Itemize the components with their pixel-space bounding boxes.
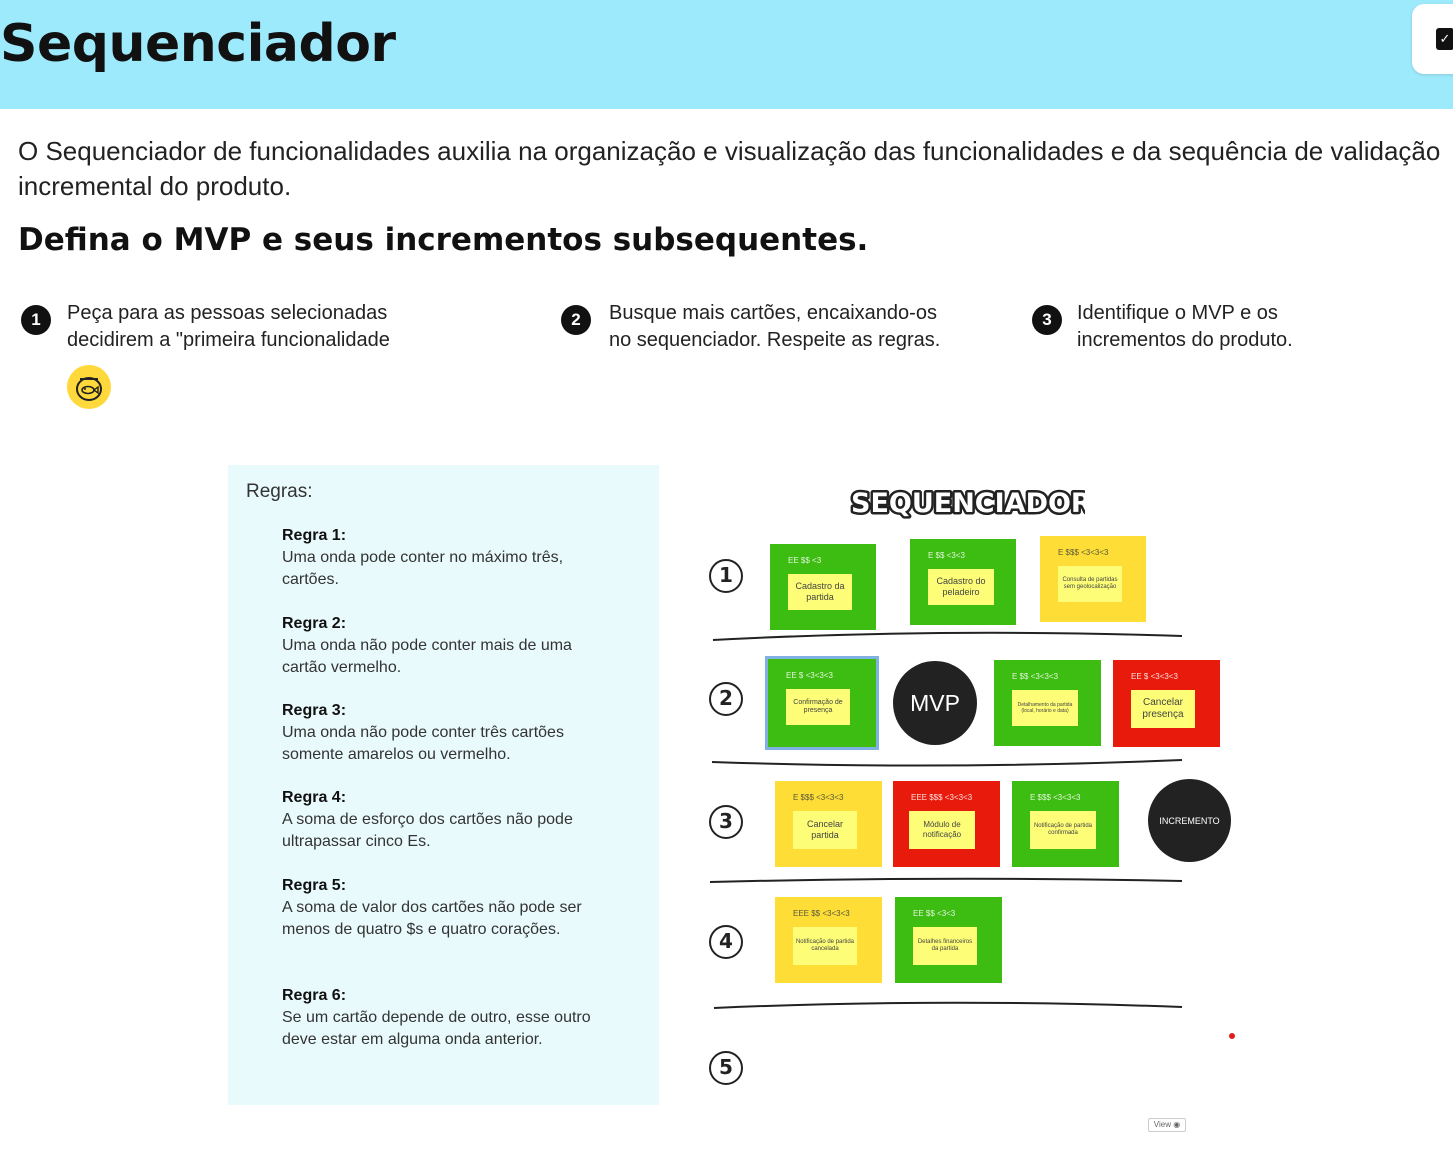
intro-text: O Sequenciador de funcionalidades auxili… bbox=[18, 136, 1441, 201]
view-label: View bbox=[1153, 1120, 1171, 1129]
card-label: Cadastro do peladeiro bbox=[928, 569, 994, 605]
rule-5: Regra 5: A soma de valor dos cartões não… bbox=[282, 875, 612, 941]
header-banner: Sequenciador ✓ bbox=[0, 0, 1453, 109]
view-button[interactable]: View ◉ bbox=[1148, 1118, 1186, 1132]
card-label: Módulo de notificação bbox=[909, 811, 975, 849]
rule-3-heading: Regra 3: bbox=[282, 702, 347, 719]
rule-2: Regra 2: Uma onda não pode conter mais d… bbox=[282, 613, 612, 679]
svg-text:SEQUENCIADOR: SEQUENCIADOR bbox=[851, 488, 1085, 519]
wave-5-number: 5 bbox=[709, 1051, 743, 1085]
rule-3-text: Uma onda não pode conter três cartões so… bbox=[282, 724, 564, 763]
feature-card[interactable]: EE $ <3<3<3 Cancelar presença bbox=[1113, 660, 1220, 747]
rule-2-text: Uma onda não pode conter mais de uma car… bbox=[282, 637, 572, 676]
board-title: SEQUENCIADOR SEQUENCIADOR bbox=[849, 486, 1086, 521]
feature-card[interactable]: EE $$ <3<3 Detalhes financeiros da parti… bbox=[895, 897, 1002, 983]
card-label: Detalhes financeiros da partida bbox=[913, 927, 977, 965]
wave-1-number: 1 bbox=[709, 559, 743, 593]
cursor-dot bbox=[1229, 1033, 1235, 1039]
card-label: Notificação de partida confirmada bbox=[1030, 811, 1096, 849]
eye-icon: ◉ bbox=[1173, 1120, 1181, 1129]
feature-card[interactable]: E $$ <3<3 Cadastro do peladeiro bbox=[910, 539, 1016, 625]
page-title: Sequenciador bbox=[0, 14, 396, 74]
step-1-text: Peça para as pessoas selecionadas decidi… bbox=[67, 302, 390, 351]
sequencer-board[interactable]: SEQUENCIADOR SEQUENCIADOR 1 2 3 4 5 EE $… bbox=[690, 470, 1250, 1150]
header-action-button[interactable]: ✓ bbox=[1412, 4, 1453, 74]
rule-3: Regra 3: Uma onda não pode conter três c… bbox=[282, 700, 612, 766]
card-label: Cancelar partida bbox=[793, 811, 857, 849]
rule-5-text: A soma de valor dos cartões não pode ser… bbox=[282, 899, 582, 938]
rule-4-heading: Regra 4: bbox=[282, 789, 347, 806]
rule-6: Regra 6: Se um cartão depende de outro, … bbox=[282, 985, 612, 1051]
wave-dividers bbox=[709, 631, 1183, 1009]
mvp-marker[interactable]: MVP bbox=[893, 661, 977, 745]
card-meta: EE $$ <3<3 bbox=[913, 909, 956, 918]
step-2-text: Busque mais cartões, encaixando-os no se… bbox=[609, 302, 941, 351]
card-meta: EEE $$ <3<3<3 bbox=[793, 909, 850, 918]
card-label: Cadastro da partida bbox=[788, 574, 852, 610]
feature-card[interactable]: E $$$ <3<3<3 Notificação de partida conf… bbox=[1012, 781, 1119, 867]
rules-panel: Regras: Regra 1: Uma onda pode conter no… bbox=[228, 465, 659, 1105]
wave-3-number: 3 bbox=[709, 805, 743, 839]
wave-4-number: 4 bbox=[709, 925, 743, 959]
card-meta: EEE $$$ <3<3<3 bbox=[911, 793, 973, 802]
card-label: Consulta de partidas sem geolocalização bbox=[1058, 566, 1122, 602]
step-1-number: 1 bbox=[21, 305, 51, 335]
feature-card[interactable]: EE $$ <3 Cadastro da partida bbox=[770, 544, 876, 630]
card-label: Notificação de partida cancelada bbox=[793, 927, 857, 965]
card-meta: EE $ <3<3<3 bbox=[1131, 672, 1178, 681]
rule-4: Regra 4: A soma de esforço dos cartões n… bbox=[282, 787, 612, 853]
wave-2-number: 2 bbox=[709, 682, 743, 716]
card-label: Confirmação de presença bbox=[786, 689, 850, 725]
card-meta: EE $$ <3 bbox=[788, 556, 822, 565]
svg-text:SEQUENCIADOR: SEQUENCIADOR bbox=[851, 488, 1085, 519]
step-2-number: 2 bbox=[561, 305, 591, 335]
rule-1-text: Uma onda pode conter no máximo três, car… bbox=[282, 549, 564, 588]
feature-card[interactable]: EE $ <3<3<3 Confirmação de presença bbox=[765, 656, 879, 750]
feature-card[interactable]: EEE $$ <3<3<3 Notificação de partida can… bbox=[775, 897, 882, 983]
card-label: Detalhamento da partida (local, horário … bbox=[1012, 690, 1078, 726]
feature-card[interactable]: EEE $$$ <3<3<3 Módulo de notificação bbox=[893, 781, 1000, 867]
rule-2-heading: Regra 2: bbox=[282, 615, 347, 632]
card-label: Cancelar presença bbox=[1131, 690, 1195, 728]
card-meta: EE $ <3<3<3 bbox=[786, 671, 833, 680]
card-meta: E $$$ <3<3<3 bbox=[793, 793, 844, 802]
rule-6-heading: Regra 6: bbox=[282, 987, 347, 1004]
feature-card[interactable]: E $$$ <3<3<3 Cancelar partida bbox=[775, 781, 882, 867]
rule-4-text: A soma de esforço dos cartões não pode u… bbox=[282, 811, 573, 850]
rule-5-heading: Regra 5: bbox=[282, 877, 347, 894]
section-subtitle: Defina o MVP e seus incrementos subseque… bbox=[18, 222, 869, 258]
fishbowl-icon bbox=[67, 365, 111, 409]
rule-1-heading: Regra 1: bbox=[282, 527, 347, 544]
step-3-text: Identifique o MVP e os incrementos do pr… bbox=[1077, 302, 1293, 351]
card-meta: E $$$ <3<3<3 bbox=[1030, 793, 1081, 802]
rules-title: Regras: bbox=[246, 481, 313, 502]
checkbox-icon: ✓ bbox=[1436, 28, 1453, 50]
card-meta: E $$$ <3<3<3 bbox=[1058, 548, 1109, 557]
step-3-number: 3 bbox=[1032, 305, 1062, 335]
card-meta: E $$ <3<3<3 bbox=[1012, 672, 1059, 681]
feature-card[interactable]: E $$$ <3<3<3 Consulta de partidas sem ge… bbox=[1040, 536, 1146, 622]
feature-card[interactable]: E $$ <3<3<3 Detalhamento da partida (loc… bbox=[994, 660, 1101, 746]
increment-marker[interactable]: INCREMENTO bbox=[1148, 779, 1231, 862]
card-meta: E $$ <3<3 bbox=[928, 551, 965, 560]
rule-1: Regra 1: Uma onda pode conter no máximo … bbox=[282, 525, 612, 591]
rule-6-text: Se um cartão depende de outro, esse outr… bbox=[282, 1009, 591, 1048]
